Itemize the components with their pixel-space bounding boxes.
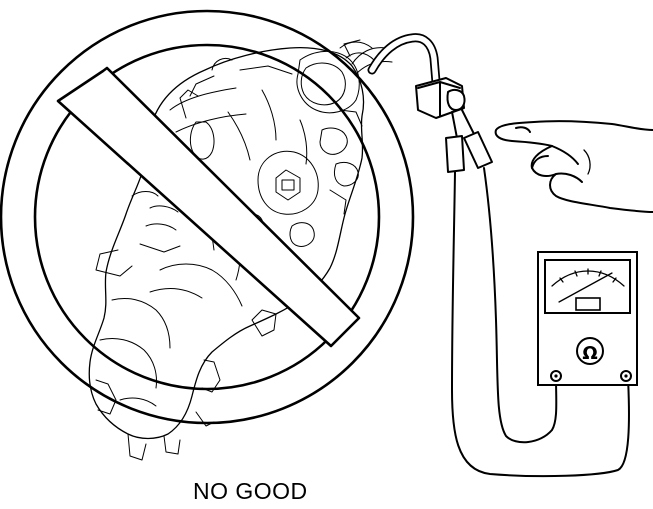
- meter-omega-label: Ω: [582, 343, 597, 364]
- test-leads: [451, 167, 630, 478]
- hand-pointer-icon: [494, 120, 653, 213]
- wire-harness: [339, 33, 441, 87]
- connector-icon: [415, 77, 466, 119]
- test-probe-left-icon: [445, 111, 465, 173]
- ohmmeter-icon: [537, 251, 638, 386]
- prohibition-sign-icon: [0, 9, 415, 425]
- no-good-caption: NO GOOD: [193, 478, 308, 504]
- test-probe-right-icon: [461, 109, 493, 169]
